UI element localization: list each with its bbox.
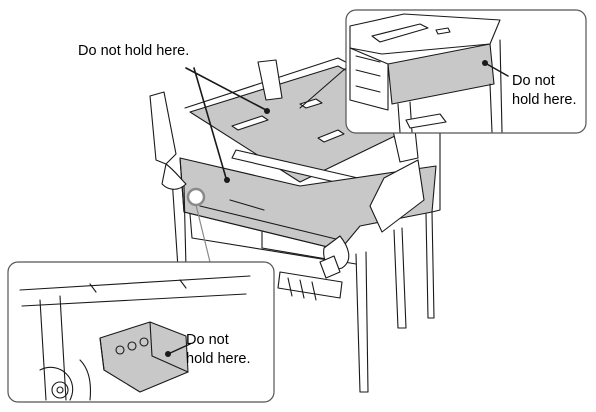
pointer-line-front [193,67,227,179]
top-inset-warning-line1: Do not [512,73,555,89]
top-inset-connector [299,67,347,109]
pointer-dot-lid [264,108,270,114]
main-warning-label: Do not hold here. [78,43,190,59]
bottom-inset-panel [7,261,275,403]
top-inset-warning-line2: hold here. [512,92,577,108]
pointer-line-lid [185,67,267,111]
mover-hands [149,59,425,279]
pointer-dot-front [224,177,230,183]
top-inset-panel [345,9,587,134]
highlight-circle-marker [186,187,206,207]
bottom-inset-warning-line2: hold here. [186,351,251,367]
bottom-inset-warning-line1: Do not [186,332,229,348]
highlight-connector-line [195,204,211,263]
